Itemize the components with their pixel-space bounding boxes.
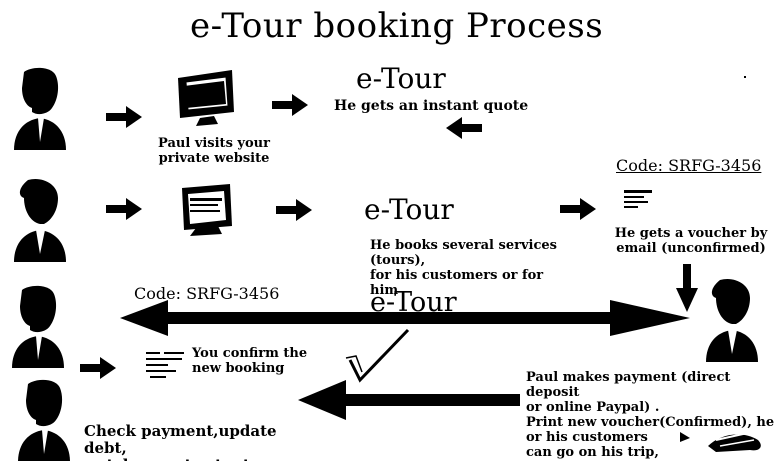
payment-text: Paul makes payment (direct deposit or on…: [526, 370, 775, 460]
arrow-right-icon: [80, 357, 116, 379]
long-double-arrow-icon: [120, 300, 690, 336]
arrow-left-long-icon: [298, 380, 520, 420]
quote-text: He gets an instant quote: [334, 98, 529, 114]
books-services-text: He books several services (tours), for h…: [370, 238, 557, 298]
monitor-icon: [182, 184, 232, 236]
stray-mark: [744, 76, 746, 78]
visit-website-text: Paul visits your private website: [158, 136, 270, 166]
person-icon-row4: [18, 379, 70, 461]
person-icon-row2: [14, 178, 66, 262]
monitor-icon: [178, 70, 234, 126]
confirm-booking-text: You confirm the new booking: [192, 346, 308, 376]
arrow-right-icon: [106, 106, 142, 128]
arrow-down-icon: [676, 264, 698, 312]
arrow-right-icon: [106, 198, 142, 220]
confirm-document-icon: [146, 352, 184, 378]
money-icon: [680, 431, 761, 452]
person-icon-right: [706, 278, 758, 362]
arrow-right-icon: [560, 198, 596, 220]
arrow-right-icon: [272, 94, 308, 116]
person-icon-row1: [14, 67, 66, 150]
check-payment-text: Check payment,update debt, watch reports…: [84, 422, 279, 461]
voucher-code-top: Code: SRFG-3456: [616, 156, 762, 175]
checkmark-icon: [345, 328, 410, 383]
diagram-title: e-Tour booking Process: [190, 6, 604, 46]
voucher-code-left: Code: SRFG-3456: [134, 284, 280, 303]
etour-label-row1: e-Tour: [356, 62, 446, 95]
etour-label-row2: e-Tour: [364, 193, 454, 226]
voucher-document-icon: [624, 190, 652, 208]
arrow-right-icon: [276, 199, 312, 221]
arrow-left-icon: [446, 117, 482, 139]
voucher-text: He gets a voucher by email (unconfirmed): [614, 226, 768, 256]
person-icon-row3: [12, 285, 64, 368]
etour-label-row3: e-Tour: [370, 287, 457, 318]
